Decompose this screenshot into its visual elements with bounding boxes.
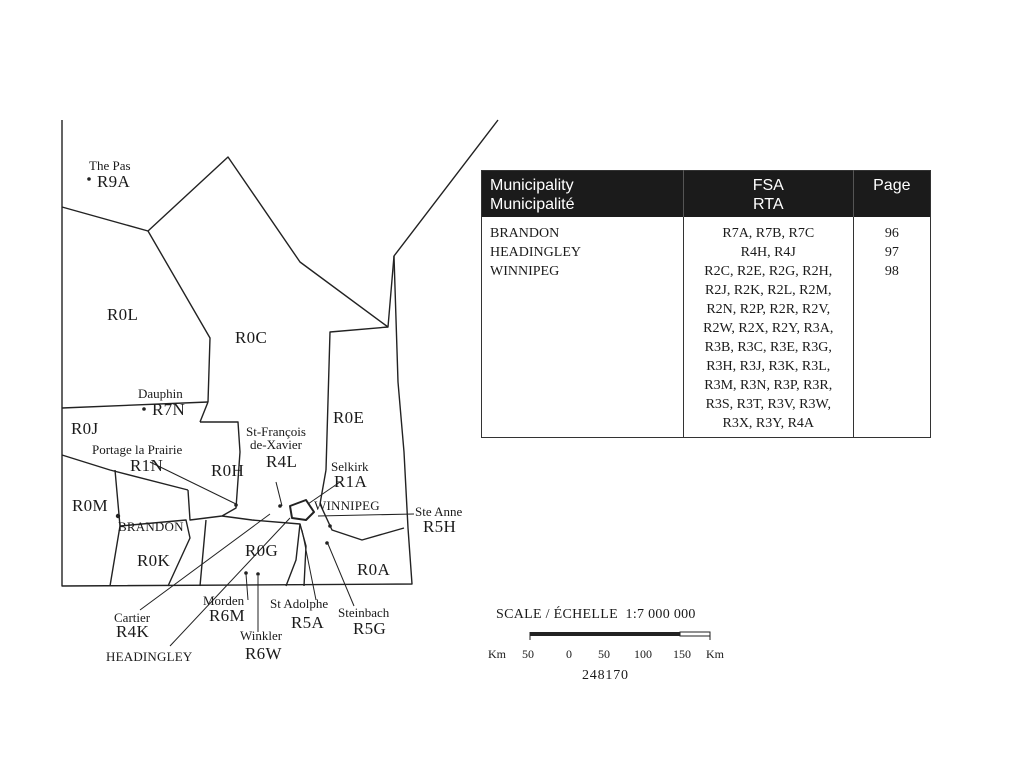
scale-unit-left: Km — [488, 647, 506, 661]
leader-lines — [139, 461, 415, 647]
header-fsa: FSA RTA — [683, 170, 854, 217]
code-r0j: R0J — [71, 419, 98, 438]
scale-tick-2: 50 — [598, 647, 610, 661]
place-st-francois-2: de-Xavier — [250, 437, 303, 452]
code-r0h: R0H — [211, 461, 244, 480]
code-r5g: R5G — [353, 619, 386, 638]
ste-anne-dot — [328, 524, 332, 528]
st-francois-dot — [278, 504, 282, 508]
code-r0g: R0G — [245, 541, 278, 560]
code-r0k: R0K — [137, 551, 170, 570]
place-selkirk: Selkirk — [331, 459, 369, 474]
cell-fsa: R2C, R2E, R2G, R2H, R2J, R2K, R2L, R2M, … — [682, 262, 854, 438]
code-r5h: R5H — [423, 517, 456, 536]
brandon-dot — [115, 513, 121, 519]
table-row: WINNIPEG R2C, R2E, R2G, R2H, R2J, R2K, R… — [481, 262, 931, 438]
region-code-labels: R9A R0L R0C R7N R0J R1N R0H R4L R0E R1A … — [71, 172, 456, 663]
town-dots — [87, 177, 332, 576]
scale-ratio: 1:7 000 000 — [625, 607, 696, 622]
code-r1n: R1N — [130, 456, 163, 475]
cell-municipality: HEADINGLEY — [481, 243, 684, 262]
cell-municipality: WINNIPEG — [481, 262, 684, 438]
place-brandon: BRANDON — [118, 519, 184, 534]
place-morden: Morden — [203, 593, 245, 608]
place-steinbach: Steinbach — [338, 605, 390, 620]
code-r6w: R6W — [245, 644, 282, 663]
scale-tick-0: 50 — [522, 647, 534, 661]
scale-tick-4: 150 — [673, 647, 691, 661]
header-page: Page — [853, 170, 931, 217]
place-ste-anne: Ste Anne — [415, 504, 463, 519]
portage-dot — [234, 503, 238, 507]
steinbach-dot — [325, 541, 329, 545]
code-r0m: R0M — [72, 496, 108, 515]
place-dauphin: Dauphin — [138, 386, 183, 401]
place-winnipeg: WINNIPEG — [314, 498, 380, 513]
code-r9a: R9A — [97, 172, 130, 191]
document-number: 248170 — [582, 668, 629, 683]
region-boundaries — [61, 119, 499, 587]
scale-tick-1: 0 — [566, 647, 572, 661]
code-r4l: R4L — [266, 452, 297, 471]
cell-fsa: R4H, R4J — [682, 243, 854, 262]
table-header-row: Municipality Municipalité FSA RTA Page — [481, 170, 931, 217]
cell-fsa: R7A, R7B, R7C — [682, 217, 854, 243]
code-r1a: R1A — [334, 472, 367, 491]
scale-bar — [529, 631, 711, 640]
dauphin-dot — [142, 407, 146, 411]
place-st-adolphe: St Adolphe — [270, 596, 328, 611]
place-headingley: HEADINGLEY — [106, 649, 193, 664]
code-r0a: R0A — [357, 560, 390, 579]
place-portage: Portage la Prairie — [92, 442, 182, 457]
code-r0l: R0L — [107, 305, 138, 324]
table-row: BRANDON R7A, R7B, R7C 96 — [481, 217, 931, 243]
cell-page: 96 — [852, 217, 931, 243]
fsa-table: Municipality Municipalité FSA RTA Page B… — [481, 170, 931, 438]
header-municipality: Municipality Municipalité — [481, 170, 684, 217]
code-r0e: R0E — [333, 408, 364, 427]
code-r0c: R0C — [235, 328, 267, 347]
place-the-pas: The Pas — [89, 158, 131, 173]
place-name-labels: The Pas Dauphin Portage la Prairie St-Fr… — [89, 158, 463, 664]
scale-title: SCALE / ÉCHELLE 1:7 000 000 — [496, 607, 696, 623]
code-r6m: R6M — [209, 606, 245, 625]
place-winkler: Winkler — [240, 628, 283, 643]
table-row: HEADINGLEY R4H, R4J 97 — [481, 243, 931, 262]
place-st-francois-1: St-François — [246, 424, 306, 439]
the-pas-dot — [87, 177, 91, 181]
code-r7n: R7N — [152, 400, 185, 419]
place-cartier: Cartier — [114, 610, 151, 625]
winkler-dot — [256, 572, 260, 576]
scale-unit-right: Km — [706, 647, 724, 661]
cell-municipality: BRANDON — [481, 217, 684, 243]
morden-dot — [244, 571, 248, 575]
scale-label: SCALE / ÉCHELLE — [496, 607, 618, 622]
cell-page: 97 — [852, 243, 931, 262]
cell-page: 98 — [852, 262, 931, 438]
code-r5a: R5A — [291, 613, 324, 632]
scale-tick-3: 100 — [634, 647, 652, 661]
code-r4k: R4K — [116, 622, 149, 641]
